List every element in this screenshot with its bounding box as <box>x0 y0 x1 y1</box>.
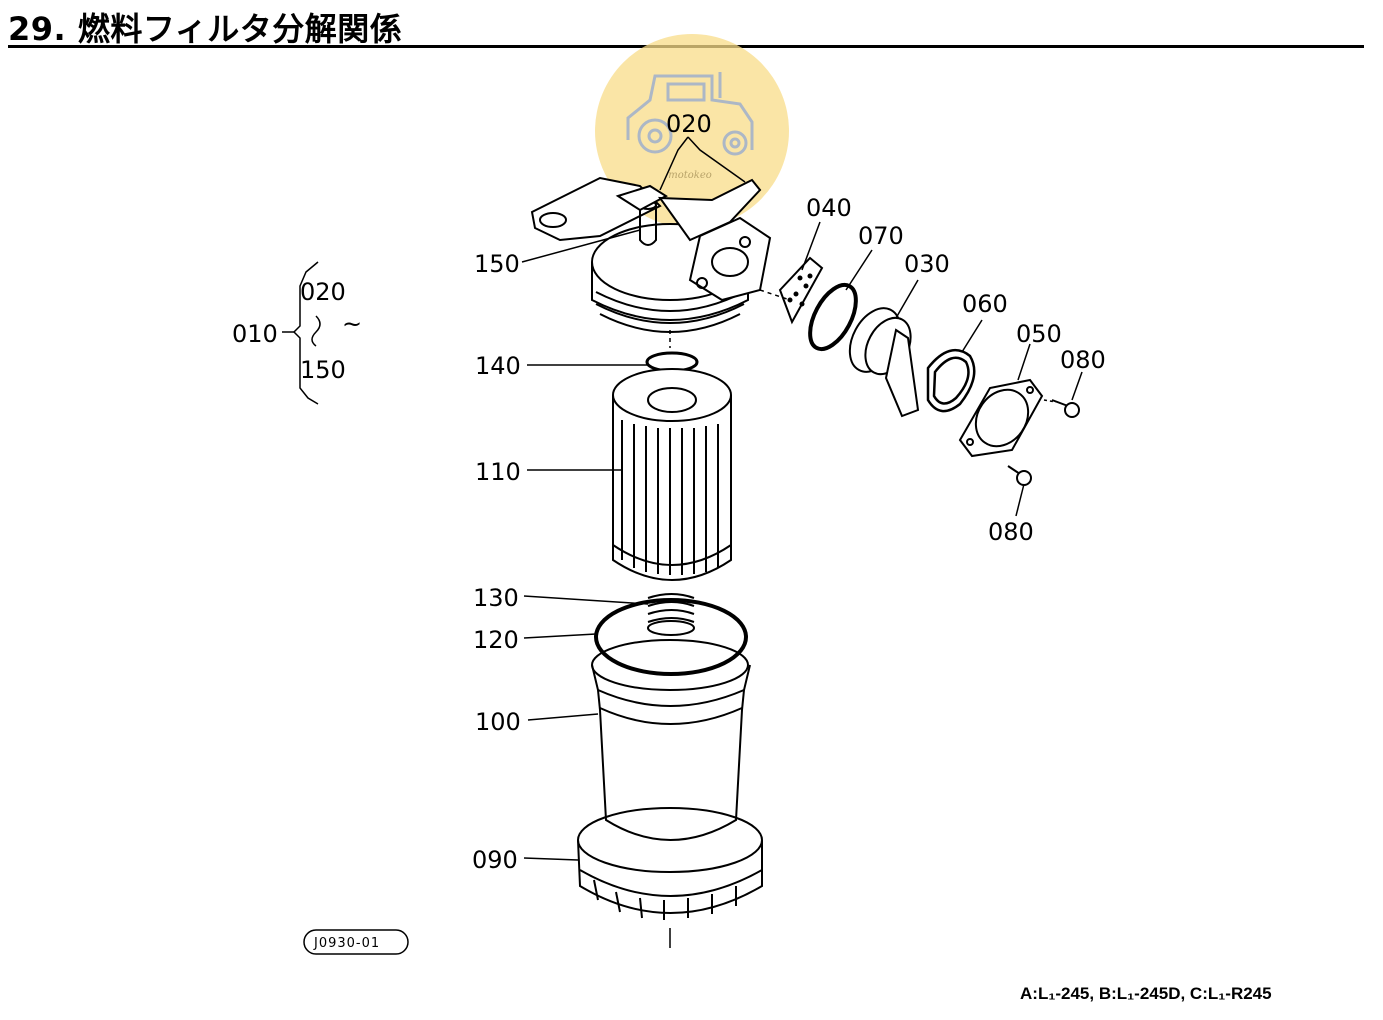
label-140: 140 <box>475 352 521 380</box>
label-080-top: 080 <box>1060 346 1106 374</box>
label-assembly-start: 020 <box>300 278 346 306</box>
leader-060 <box>961 319 983 353</box>
label-assembly-010: 010 <box>232 320 278 348</box>
leader-080b <box>1015 483 1025 517</box>
label-120: 120 <box>473 626 519 654</box>
leader-130 <box>523 595 649 605</box>
model-applicability: A:L₁-245, B:L₁-245D, C:L₁-R245 <box>1020 984 1272 1003</box>
label-090: 090 <box>472 846 518 874</box>
page-title: 29. 燃料フィルタ分解関係 <box>8 10 403 48</box>
watermark-text: motokeo <box>668 170 712 181</box>
leader-030 <box>895 279 919 319</box>
part-labels: 020 040 070 030 060 050 080 080 150 140 … <box>232 110 1106 874</box>
label-030: 030 <box>904 250 950 278</box>
label-assembly-tilde: ~ <box>342 310 362 338</box>
part-110-filter-element <box>612 368 732 581</box>
label-020: 020 <box>666 110 712 138</box>
label-assembly-end: 150 <box>300 356 346 384</box>
leader-070 <box>845 249 873 291</box>
assembly-bracket <box>282 261 321 405</box>
part-050-cover <box>958 378 1044 458</box>
leader-020 <box>659 136 689 191</box>
part-060-gasket <box>926 348 976 413</box>
figure-id-badge: J0930-01 <box>303 929 409 955</box>
tractor-icon <box>626 72 754 156</box>
leader-080a <box>1071 371 1083 401</box>
part-100-bowl <box>591 639 751 841</box>
leader-050 <box>1017 343 1031 381</box>
part-030-fuel-cock <box>848 307 920 418</box>
leader-120 <box>523 633 597 639</box>
label-070: 070 <box>858 222 904 250</box>
label-130: 130 <box>473 584 519 612</box>
leader-040 <box>801 221 821 271</box>
label-040: 040 <box>806 194 852 222</box>
part-090-ring-nut <box>577 807 763 948</box>
part-120-o-ring <box>594 598 748 676</box>
leader-020b <box>687 136 746 183</box>
filter-head <box>530 176 772 333</box>
leader-090 <box>523 857 579 861</box>
label-060: 060 <box>962 290 1008 318</box>
center-line-cock <box>759 289 791 301</box>
leader-lines <box>521 136 1083 861</box>
part-040-strainer <box>778 256 824 325</box>
label-050: 050 <box>1016 320 1062 348</box>
part-080-screws <box>1007 399 1080 486</box>
label-150: 150 <box>474 250 520 278</box>
leader-100 <box>527 713 599 721</box>
label-100: 100 <box>475 708 521 736</box>
label-080-bottom: 080 <box>988 518 1034 546</box>
leader-150 <box>521 229 641 263</box>
figure-id-text: J0930-01 <box>313 936 380 951</box>
label-110: 110 <box>475 458 521 486</box>
